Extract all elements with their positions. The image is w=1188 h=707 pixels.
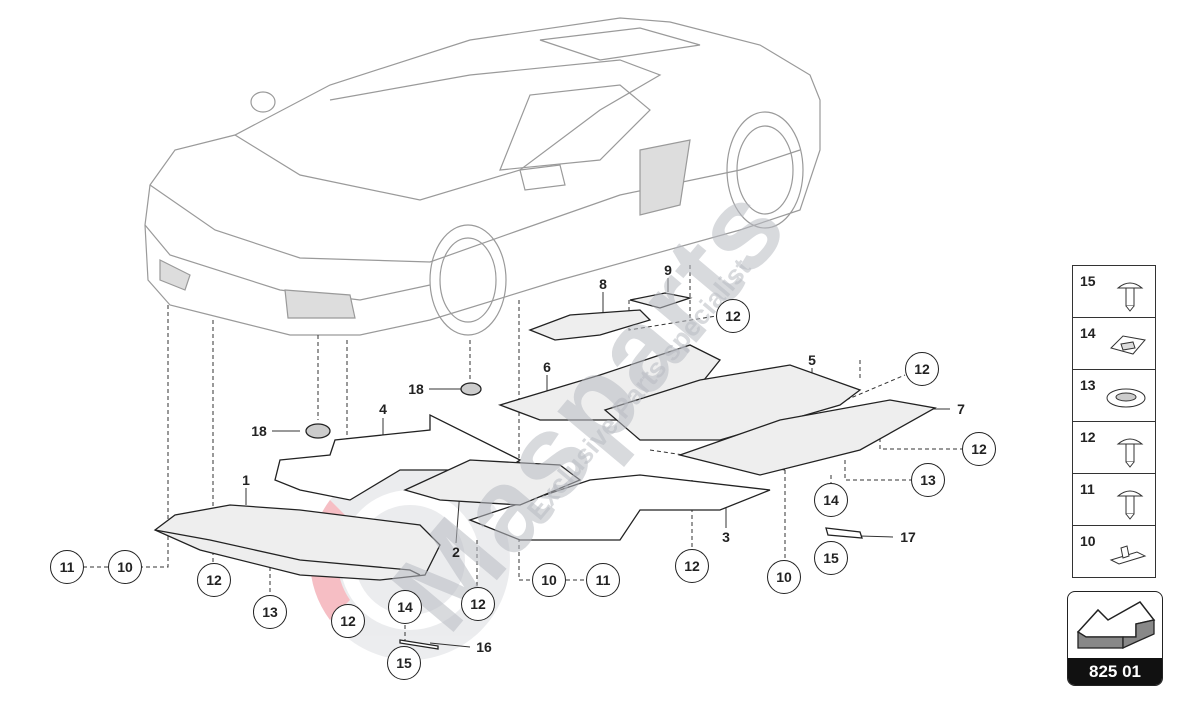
callout-12[interactable]: 12 [962, 432, 996, 466]
panel-2 [403, 459, 582, 506]
legend-number: 14 [1080, 325, 1096, 341]
legend-item-12[interactable]: 12 [1073, 422, 1155, 474]
car-illustration [144, 17, 821, 336]
callout-10[interactable]: 10 [108, 550, 142, 584]
legend-number: 13 [1080, 377, 1096, 393]
panel-5 [603, 364, 862, 441]
part-label-5[interactable]: 5 [808, 352, 816, 368]
panel-6 [497, 344, 722, 421]
underbody-panels [153, 292, 937, 650]
legend-number: 12 [1080, 429, 1096, 445]
callout-11[interactable]: 11 [586, 563, 620, 597]
callout-10[interactable]: 10 [532, 563, 566, 597]
callout-12[interactable]: 12 [461, 587, 495, 621]
callout-14[interactable]: 14 [388, 590, 422, 624]
part-label-17[interactable]: 17 [900, 529, 916, 545]
legend-item-15[interactable]: 15 [1073, 266, 1155, 318]
panel-1 [153, 504, 441, 581]
arrow-icon [1076, 601, 1156, 650]
part-label-18[interactable]: 18 [251, 423, 267, 439]
grommet-18a [305, 423, 331, 439]
part-17 [825, 527, 863, 539]
screw-icon [1113, 486, 1147, 525]
part-16 [399, 639, 439, 650]
part-label-1[interactable]: 1 [242, 472, 250, 488]
fastener-legend: 15 14 13 12 11 10 [1072, 265, 1156, 578]
legend-item-11[interactable]: 11 [1073, 474, 1155, 526]
part-label-4[interactable]: 4 [379, 401, 387, 417]
panel-8 [528, 309, 652, 341]
grommet-18b [460, 382, 482, 396]
callout-12[interactable]: 12 [675, 549, 709, 583]
screw-icon [1113, 278, 1147, 317]
part-label-18[interactable]: 18 [408, 381, 424, 397]
reference-number: 825 01 [1068, 658, 1162, 685]
clip-nut-icon [1107, 538, 1147, 573]
callout-12[interactable]: 12 [331, 604, 365, 638]
reference-box[interactable]: 825 01 [1067, 591, 1163, 686]
panel-3 [468, 474, 771, 541]
part-label-6[interactable]: 6 [543, 359, 551, 375]
grommet-icon [1105, 382, 1147, 417]
callout-15[interactable]: 15 [814, 541, 848, 575]
legend-item-14[interactable]: 14 [1073, 318, 1155, 370]
panel-7 [677, 399, 937, 476]
legend-number: 15 [1080, 273, 1096, 289]
legend-number: 11 [1080, 481, 1095, 497]
callout-14[interactable]: 14 [814, 483, 848, 517]
clip-icon [1107, 330, 1147, 365]
callout-15[interactable]: 15 [387, 646, 421, 680]
callout-13[interactable]: 13 [911, 463, 945, 497]
part-label-16[interactable]: 16 [476, 639, 492, 655]
callout-10[interactable]: 10 [767, 560, 801, 594]
legend-number: 10 [1080, 533, 1096, 549]
part-label-9[interactable]: 9 [664, 262, 672, 278]
callout-12[interactable]: 12 [716, 299, 750, 333]
screw-icon [1113, 434, 1147, 473]
callout-12[interactable]: 12 [197, 563, 231, 597]
callout-13[interactable]: 13 [253, 595, 287, 629]
part-label-8[interactable]: 8 [599, 276, 607, 292]
part-label-7[interactable]: 7 [957, 401, 965, 417]
legend-item-13[interactable]: 13 [1073, 370, 1155, 422]
callout-12[interactable]: 12 [905, 352, 939, 386]
part-label-3[interactable]: 3 [722, 529, 730, 545]
panel-9 [629, 292, 693, 309]
legend-item-10[interactable]: 10 [1073, 526, 1155, 577]
callout-11[interactable]: 11 [50, 550, 84, 584]
part-label-2[interactable]: 2 [452, 544, 460, 560]
